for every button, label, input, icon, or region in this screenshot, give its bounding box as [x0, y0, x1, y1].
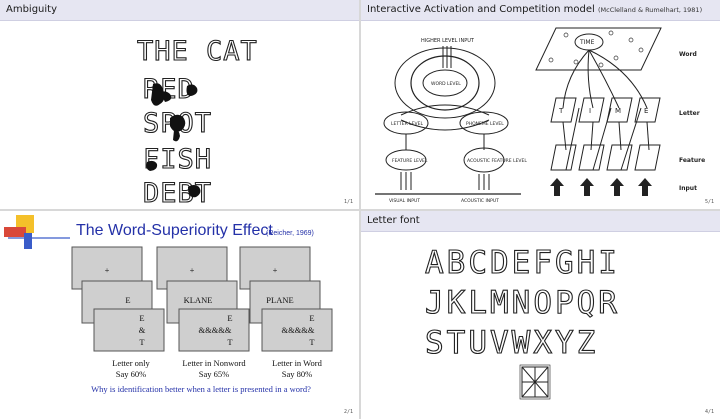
ambiguous-word-5: DEBT: [143, 178, 212, 209]
feature-glyph-icon: [519, 364, 551, 400]
time-node-label: TIME: [579, 39, 595, 46]
input-arrows: [550, 178, 652, 196]
mask: &: [139, 325, 146, 335]
fixation-cross: +: [105, 265, 110, 275]
probe-bottom: T: [227, 337, 233, 347]
page-number: 2/1: [343, 409, 353, 415]
layer-label-feature: Feature: [679, 157, 705, 164]
fixation-cross: +: [273, 265, 278, 275]
slide-logo: [4, 215, 70, 249]
page-number: 1/1: [343, 199, 353, 205]
letter-font-figure: ABCDEFGHI JKLMNOPQR STUVWXYZ: [424, 244, 620, 400]
layer-label-word: Word: [679, 51, 697, 58]
ambiguous-word-4: FISH: [143, 144, 212, 175]
ink-blots: [146, 83, 201, 198]
mask: &&&&&: [281, 325, 314, 335]
font-row-2: JKLMNOPQR: [425, 285, 620, 321]
stimulus-text: E: [125, 295, 130, 305]
letter-node-t: T: [558, 107, 564, 115]
word-layer-plane: [535, 27, 662, 71]
slide-title: Letter font: [367, 215, 420, 226]
feature-level-label: FEATURE LEVEL: [392, 158, 428, 164]
letter-level-label: LETTER LEVEL: [391, 121, 423, 127]
ambiguous-word-1: THE CAT: [137, 36, 258, 67]
font-row-3: STUVWXYZ: [425, 325, 598, 361]
phoneme-level-label: PHONEME LEVEL: [466, 121, 504, 127]
accuracy-caption: Say 80%: [282, 369, 312, 379]
word-superiority-figure: The Word-Superiority Effect (Reicher, 19…: [4, 215, 333, 394]
condition-caption: Letter only: [112, 358, 150, 368]
iac-left-diagram: HIGHER LEVEL INPUT: [375, 38, 521, 195]
mask: &&&&&: [198, 325, 231, 335]
slide-word-superiority: The Word-Superiority Effect (Reicher, 19…: [0, 211, 359, 419]
fixation-cross: +: [190, 265, 195, 275]
ambiguity-figure: THE CAT RED SPOT FISH DEBT: [136, 35, 258, 209]
slide-citation: (McClelland & Rumelhart, 1981): [597, 6, 703, 14]
slide-ambiguity: Ambiguity THE CAT RED SPOT FISH DEBT 1/1: [0, 0, 359, 209]
slide-title: Ambiguity: [6, 4, 58, 15]
slide-iac-model: Interactive Activation and Competition m…: [361, 0, 720, 209]
acoustic-feature-level-node: [463, 147, 505, 173]
accuracy-caption: Say 65%: [199, 369, 229, 379]
slide-citation: (Reicher, 1969): [266, 230, 314, 237]
letter-node-m: M: [615, 107, 621, 115]
iac-right-diagram: [535, 27, 662, 171]
probe-bottom: T: [309, 337, 315, 347]
slide-letter-font: Letter font ABCDEFGHI JKLMNOPQR STUVWXYZ…: [361, 211, 720, 419]
letter-node-e: E: [644, 107, 648, 115]
condition-caption: Letter in Nonword: [182, 358, 246, 368]
slide-title-bar: Interactive Activation and Competition m…: [361, 0, 720, 21]
page-number: 5/1: [704, 199, 714, 205]
font-row-1: ABCDEFGHI: [425, 245, 620, 281]
iac-diagram: HIGHER LEVEL INPUT WORD LEVEL LETTER LEV…: [375, 27, 705, 204]
feature-level-node: [385, 149, 427, 171]
slide-title: The Word-Superiority Effect: [76, 222, 273, 239]
stimulus-text: KLANE: [184, 295, 213, 305]
probe-top: E: [139, 313, 144, 323]
stimulus-text: PLANE: [266, 295, 293, 305]
word-level-node: [422, 69, 468, 97]
probe-top: E: [309, 313, 314, 323]
slide-title-bar: Ambiguity: [0, 0, 359, 21]
visual-input-label: VISUAL INPUT: [389, 198, 420, 204]
higher-level-input-label: HIGHER LEVEL INPUT: [421, 38, 475, 44]
acoustic-input-label: ACOUSTIC INPUT: [461, 198, 499, 204]
probe-top: E: [227, 313, 232, 323]
horizontal-divider: [0, 209, 720, 211]
condition-caption: Letter in Word: [272, 358, 322, 368]
acoustic-level-label: ACOUSTIC FEATURE LEVEL: [467, 158, 527, 164]
question-text: Why is identification better when a lett…: [91, 384, 311, 394]
word-level-label: WORD LEVEL: [431, 81, 461, 87]
slide-title-bar: Letter font: [361, 211, 720, 232]
slide-title: Interactive Activation and Competition m…: [367, 4, 703, 15]
letter-node-i: I: [589, 107, 591, 115]
page-number: 4/1: [704, 409, 714, 415]
layer-label-letter: Letter: [679, 110, 700, 117]
probe-bottom: T: [139, 337, 145, 347]
accuracy-caption: Say 60%: [116, 369, 146, 379]
layer-label-input: Input: [679, 185, 697, 192]
